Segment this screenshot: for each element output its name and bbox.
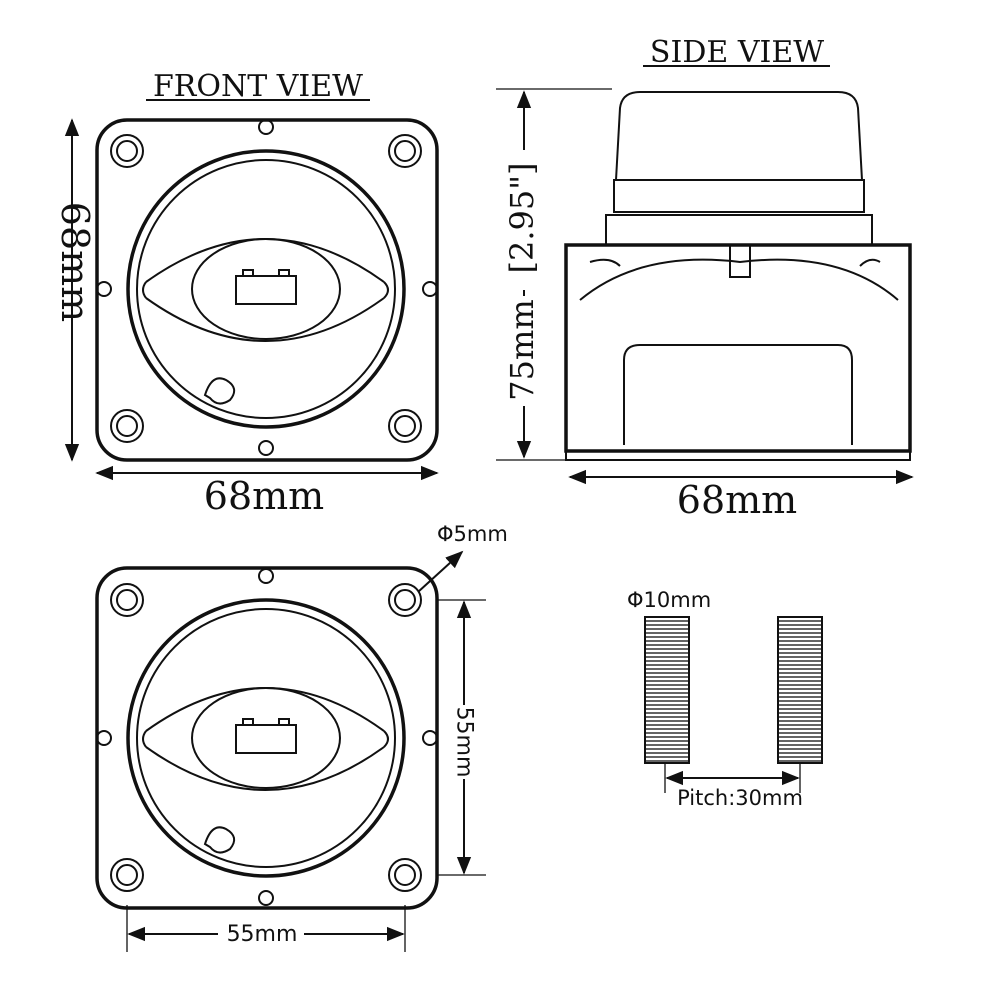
front-width-dim-label: 68mm bbox=[204, 474, 324, 518]
terminal-studs: Φ10mm Pitch:30mm bbox=[627, 588, 823, 810]
front-mounting-plate bbox=[95, 118, 439, 462]
mounting-plate bbox=[95, 566, 439, 910]
side-width-dim-label: 68mm bbox=[677, 478, 797, 522]
hole-dim-label: Φ5mm bbox=[437, 522, 508, 546]
side-height-label-bg-2 bbox=[508, 296, 544, 406]
hole-leader-arrow bbox=[417, 550, 464, 593]
mounting-rotary-dial bbox=[126, 598, 406, 878]
mounting-view: Φ5mm 55mm 55mm bbox=[95, 522, 508, 952]
front-rotary-dial bbox=[126, 149, 406, 429]
terminal-diameter-label: Φ10mm bbox=[627, 588, 711, 612]
mounting-dial-key bbox=[203, 826, 236, 854]
side-body bbox=[564, 243, 912, 461]
side-view: SIDE VIEW [2.95"] 75mm 68mm bbox=[496, 35, 914, 522]
left-terminal-stud bbox=[644, 616, 690, 764]
right-terminal-stud bbox=[777, 616, 823, 764]
front-view: FRONT VIEW bbox=[53, 69, 439, 518]
mount-horizontal-dim-label: 55mm bbox=[227, 922, 298, 947]
mounting-battery-icon bbox=[235, 724, 297, 754]
mounting-edge-notches bbox=[96, 568, 438, 906]
mounting-corner-holes bbox=[110, 583, 422, 892]
side-height-dim-mm: 75mm bbox=[503, 299, 541, 400]
mount-vertical-dim-label: 55mm bbox=[452, 707, 477, 778]
side-height-dim-inches: [2.95"] bbox=[503, 163, 541, 274]
front-view-title: FRONT VIEW bbox=[153, 69, 363, 104]
front-corner-holes bbox=[110, 134, 422, 443]
side-height-label-bg bbox=[508, 150, 544, 290]
front-dial-key bbox=[203, 377, 236, 405]
side-view-title: SIDE VIEW bbox=[650, 35, 824, 70]
front-height-dim-label: 68mm bbox=[53, 202, 97, 322]
pitch-dim-label: Pitch:30mm bbox=[677, 786, 803, 810]
battery-icon bbox=[235, 275, 297, 305]
mount-vertical-label-bg bbox=[450, 705, 478, 779]
front-edge-notches bbox=[96, 119, 438, 456]
side-knob bbox=[605, 91, 873, 246]
mount-horizontal-label-bg bbox=[218, 920, 304, 948]
